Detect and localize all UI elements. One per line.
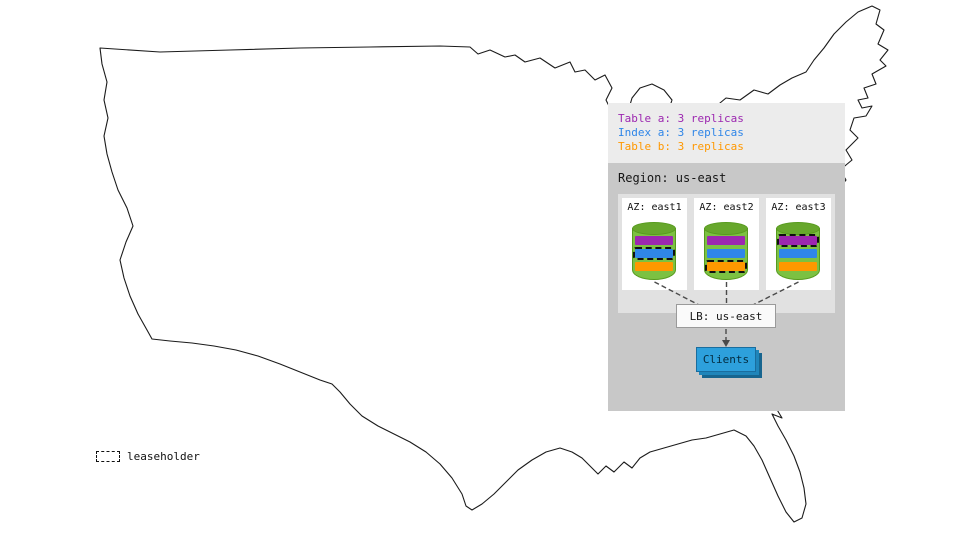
- replica-bar-table-a: [635, 236, 673, 245]
- replica-bar-table-a: [777, 234, 819, 247]
- legend-index-a: Index a: 3 replicas: [618, 126, 744, 139]
- leaseholder-swatch-icon: [96, 451, 120, 462]
- az-east3-box: AZ: east3: [766, 198, 831, 290]
- region-us-east-panel: Region: us-east AZ: east1 AZ: east2 AZ: …: [608, 163, 845, 411]
- replica-bar-index-a: [779, 249, 817, 258]
- az-east3-label: AZ: east3: [771, 202, 826, 213]
- clients-box: Clients: [696, 347, 756, 372]
- cylinder-top: [776, 222, 820, 235]
- replica-bar-table-b: [705, 260, 747, 273]
- replica-bar-table-b: [635, 262, 673, 271]
- az-east1-label: AZ: east1: [627, 202, 682, 213]
- replica-bar-table-a: [707, 236, 745, 245]
- load-balancer-box: LB: us-east: [676, 304, 776, 328]
- az-east2-label: AZ: east2: [699, 202, 754, 213]
- replica-bar-index-a: [633, 247, 675, 260]
- load-balancer-label: LB: us-east: [689, 309, 763, 323]
- leaseholder-legend: leaseholder: [96, 450, 200, 463]
- cylinder-top: [632, 222, 676, 235]
- az-container: AZ: east1 AZ: east2 AZ: east3: [618, 194, 835, 313]
- replica-legend-panel: Table a: 3 replicas Index a: 3 replicas …: [608, 103, 845, 163]
- replica-bar-index-a: [707, 249, 745, 258]
- leaseholder-label: leaseholder: [127, 450, 200, 463]
- cylinder-top: [704, 222, 748, 235]
- az-east1-box: AZ: east1: [622, 198, 687, 290]
- clients-label: Clients: [702, 353, 750, 366]
- az-east2-box: AZ: east2: [694, 198, 759, 290]
- legend-table-b: Table b: 3 replicas: [618, 140, 744, 153]
- legend-table-a: Table a: 3 replicas: [618, 112, 744, 125]
- replica-bar-table-b: [779, 262, 817, 271]
- region-label: Region: us-east: [618, 171, 727, 185]
